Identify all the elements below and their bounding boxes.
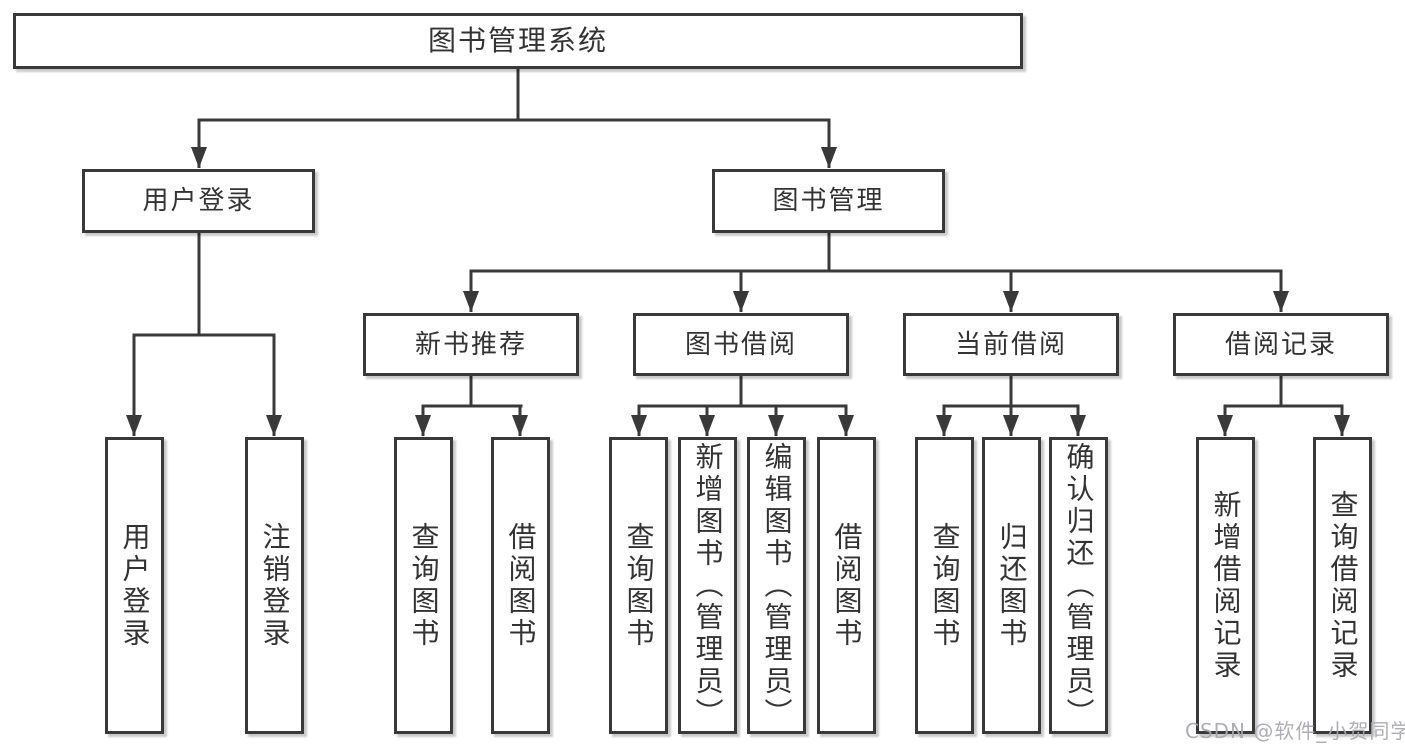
leaf-query-borrow-record: 查询借阅记录	[1313, 437, 1372, 734]
leaf-logout: 注销登录	[245, 437, 304, 734]
leaf-query-books-borrow: 查询图书	[609, 437, 668, 734]
node-user-login: 用户登录	[82, 169, 315, 233]
leaf-user-login: 用户登录	[105, 437, 164, 734]
leaf-label: 归还图书	[995, 521, 1029, 650]
node-label: 图书管理	[772, 186, 885, 216]
leaf-label: 用户登录	[118, 521, 152, 650]
node-label: 借阅记录	[1224, 329, 1337, 360]
leaf-label: 编辑图书（管理员）	[760, 441, 794, 730]
leaf-return-books: 归还图书	[982, 437, 1041, 734]
node-label: 图书借阅	[684, 329, 797, 360]
leaf-label: 确认归还（管理员）	[1062, 441, 1096, 730]
leaf-label: 查询图书	[622, 521, 656, 650]
node-label: 图书管理系统	[427, 24, 608, 57]
leaf-confirm-return-admin: 确认归还（管理员）	[1049, 437, 1108, 734]
leaf-label: 注销登录	[258, 521, 292, 650]
leaf-label: 查询借阅记录	[1326, 489, 1360, 682]
node-book-management: 图书管理	[712, 169, 945, 233]
leaf-borrow-books: 借阅图书	[817, 437, 876, 734]
node-current-borrowing: 当前借阅	[903, 313, 1119, 376]
leaf-label: 查询图书	[407, 521, 441, 650]
node-book-borrowing: 图书借阅	[633, 313, 849, 376]
leaf-label: 查询图书	[928, 521, 962, 650]
node-library-management-system: 图书管理系统	[13, 13, 1023, 69]
leaf-query-books-current: 查询图书	[915, 437, 974, 734]
leaf-label: 借阅图书	[504, 521, 538, 650]
leaf-label: 借阅图书	[830, 521, 864, 650]
leaf-borrow-books-recommend: 借阅图书	[491, 437, 550, 734]
node-label: 当前借阅	[954, 329, 1067, 360]
node-new-book-recommendation: 新书推荐	[363, 313, 579, 376]
leaf-query-books-recommend: 查询图书	[394, 437, 453, 734]
node-label: 用户登录	[142, 186, 255, 216]
leaf-edit-books-admin: 编辑图书（管理员）	[747, 437, 806, 734]
leaf-add-borrow-record: 新增借阅记录	[1196, 437, 1255, 734]
leaf-label: 新增图书（管理员）	[691, 441, 725, 730]
node-borrowing-records: 借阅记录	[1173, 313, 1389, 376]
leaf-label: 新增借阅记录	[1209, 489, 1243, 682]
csdn-watermark: CSDN @软件_小贺同学	[1185, 719, 1405, 743]
node-label: 新书推荐	[414, 329, 527, 360]
leaf-add-books-admin: 新增图书（管理员）	[678, 437, 737, 734]
